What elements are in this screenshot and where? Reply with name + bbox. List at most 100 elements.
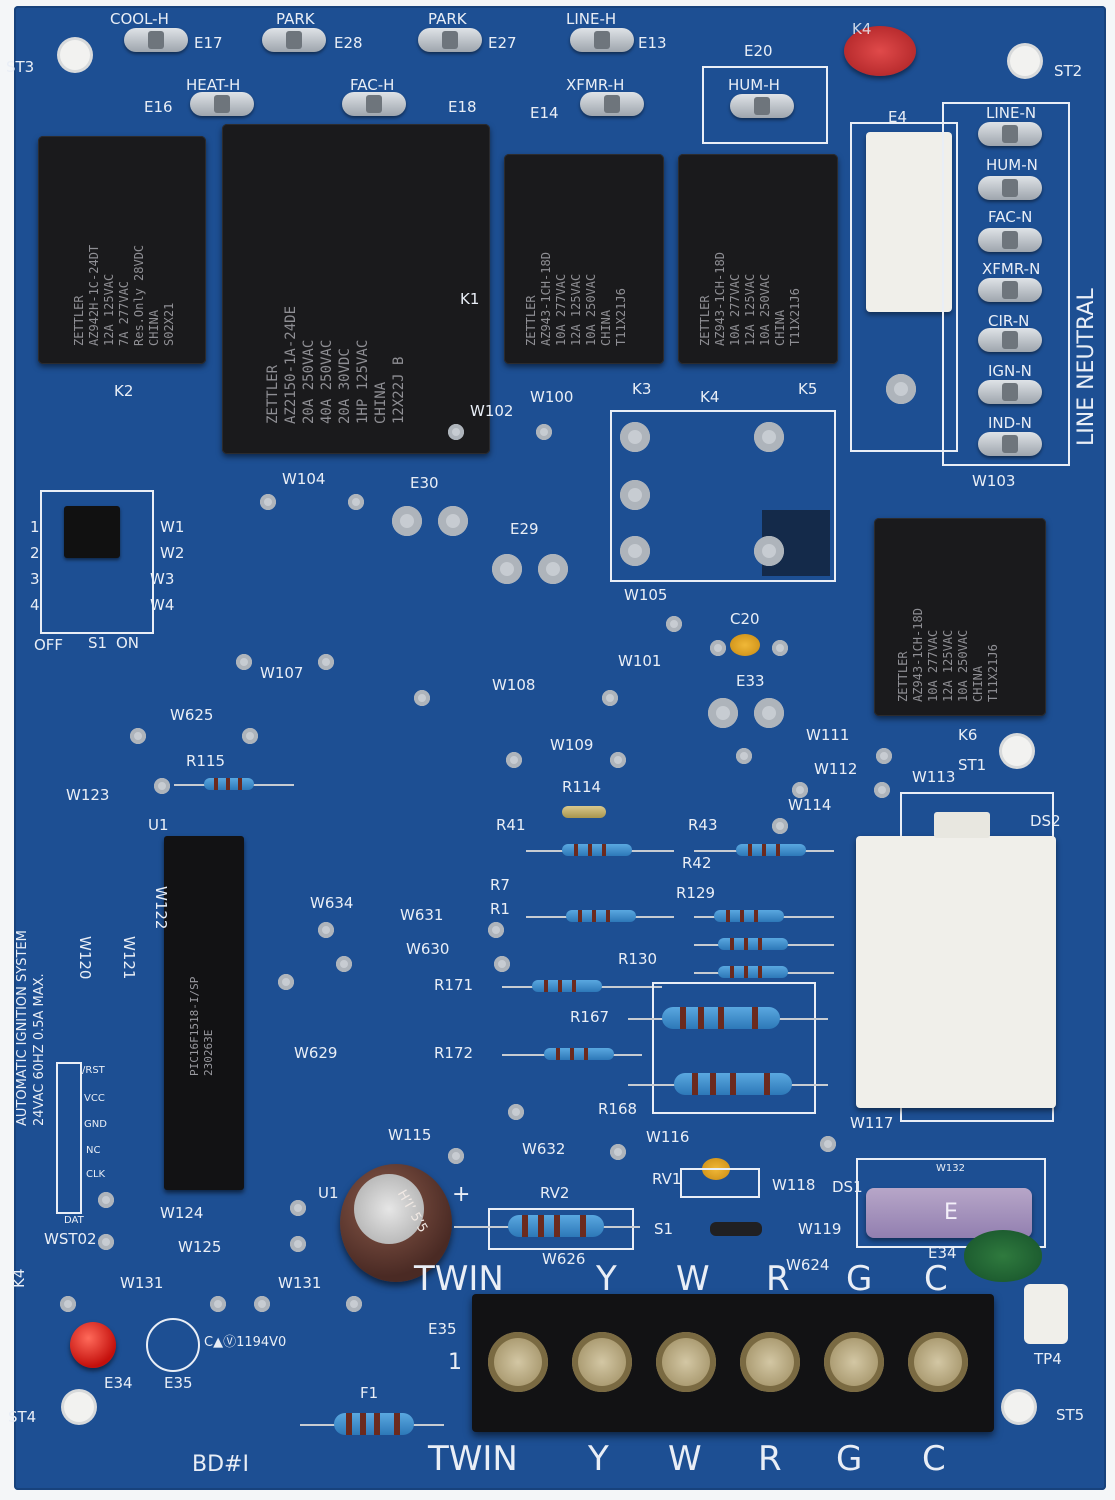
relay-k3: ZETTLER AZ943-1CH-18D 10A 277VAC 12A 125… <box>504 154 664 364</box>
capacitor-c20 <box>730 634 760 656</box>
standoff-st1 <box>1002 736 1032 766</box>
pad-w625-a <box>130 728 146 744</box>
label-bottom-r: R <box>758 1439 782 1479</box>
pad-w112-b <box>874 782 890 798</box>
label-r72: F1 <box>360 1384 379 1402</box>
r178-outline <box>488 1208 634 1250</box>
label-line-n: LINE-N <box>986 104 1037 122</box>
label-s1-pos1: 1 <box>30 518 40 536</box>
label-w118: W118 <box>772 1176 816 1194</box>
label-r114: R114 <box>562 778 602 796</box>
connector-12pin-latch <box>934 812 990 838</box>
pad-w631-b <box>488 922 504 938</box>
pad-w111-b <box>876 748 892 764</box>
resistor-r43 <box>736 844 806 856</box>
c3-outline <box>680 1168 760 1198</box>
microcontroller-u1: PIC16F1518-I/SP 230263E <box>164 836 244 1190</box>
label-e4: E4 <box>888 108 908 126</box>
terminal-hum-h <box>730 94 794 118</box>
terminal-block <box>472 1294 994 1432</box>
pad-w116-a <box>610 1144 626 1160</box>
label-e35: WST02 <box>44 1230 97 1248</box>
label-f1: DS1 <box>832 1178 863 1196</box>
pad-k4-d <box>620 536 650 566</box>
resistor-r72 <box>334 1413 414 1435</box>
terminal-cool-h <box>124 28 188 52</box>
label-k5: K5 <box>798 380 818 398</box>
pad-w123 <box>154 778 170 794</box>
label-w113: W113 <box>912 768 956 786</box>
resistor-r168 <box>674 1073 792 1095</box>
terminal-xfmr-h <box>580 92 644 116</box>
label-w632: W632 <box>522 1140 566 1158</box>
label-heat-h: HEAT-H <box>186 76 241 94</box>
chip-print: PIC16F1518-I/SP 230263E <box>188 976 215 1076</box>
screw-c[interactable] <box>908 1332 968 1392</box>
resistor-r41 <box>562 844 632 856</box>
label-top-twin: TWIN <box>414 1259 504 1299</box>
label-w625: W625 <box>170 706 214 724</box>
label-side-text: AUTOMATIC IGNITION SYSTEM 24VAC 60HZ 0.5… <box>15 930 47 1126</box>
label-k6: K6 <box>958 726 978 744</box>
label-e14: E14 <box>530 104 559 122</box>
label-st5: ST5 <box>1056 1406 1085 1424</box>
standoff-st4 <box>64 1392 94 1422</box>
label-cool-h: COOL-H <box>110 10 169 28</box>
relay-k1: ZETTLER AZ2150-1A-24DE 20A 250VAC 40A 25… <box>222 124 490 454</box>
label-ign-n: IGN-N <box>988 362 1032 380</box>
label-ds1: E34 <box>104 1374 133 1392</box>
label-w132: W124 <box>160 1204 204 1222</box>
pad-w132-b <box>290 1200 306 1216</box>
label-e28: E28 <box>334 34 363 52</box>
pad-w121-a <box>60 1296 76 1312</box>
varistor-rv2 <box>964 1230 1042 1282</box>
pad-w632 <box>508 1104 524 1120</box>
resistor-r114 <box>562 806 606 818</box>
label-park-1: PARK <box>276 10 315 28</box>
label-w630: W630 <box>406 940 450 958</box>
pad-e30-a <box>392 506 422 536</box>
led-ds1 <box>70 1322 116 1368</box>
pad-w130-b <box>290 1236 306 1252</box>
label-r130: R130 <box>618 950 658 968</box>
label-st4: ST4 <box>8 1408 37 1426</box>
resistor-mid1 <box>718 938 788 950</box>
label-w121: W131 <box>120 1274 164 1292</box>
screw-r[interactable] <box>740 1332 800 1392</box>
label-pin-gnd: GND <box>84 1119 107 1130</box>
label-w107: W107 <box>260 664 304 682</box>
label-w130: W125 <box>178 1238 222 1256</box>
label-w100: W100 <box>530 388 574 406</box>
label-e17: E17 <box>194 34 223 52</box>
label-led-mark: C▲Ⓥ1194V0 <box>204 1335 287 1350</box>
screw-g[interactable] <box>824 1332 884 1392</box>
pad-w112-a <box>792 782 808 798</box>
screw-w[interactable] <box>656 1332 716 1392</box>
label-pin-vcc: VCC <box>84 1093 105 1104</box>
label-line-neutral: LINE NEUTRAL <box>1074 288 1099 446</box>
pad-w101-a <box>666 616 682 632</box>
standoff-st3 <box>60 40 90 70</box>
screw-y[interactable] <box>572 1332 632 1392</box>
pad-w625-b <box>242 728 258 744</box>
label-w631: W631 <box>400 906 444 924</box>
label-u1: U1 <box>148 816 169 834</box>
pad-w104-b <box>348 494 364 510</box>
terminal-cir-n <box>978 328 1042 352</box>
pad-w107-a <box>236 654 252 670</box>
dip-switch-s1[interactable] <box>64 506 120 558</box>
label-pin-clk: CLK <box>86 1169 106 1180</box>
label-s1-pos3: 3 <box>30 570 40 588</box>
label-park-2: PARK <box>428 10 467 28</box>
label-r171: R171 <box>434 976 474 994</box>
label-cr2: S1 <box>654 1220 674 1238</box>
label-pin-dat: DAT <box>64 1215 84 1226</box>
screw-twin[interactable] <box>488 1332 548 1392</box>
label-w120: W624 <box>786 1256 830 1274</box>
relay-k5-print: ZETTLER AZ943-1CH-18D 10A 277VAC 12A 125… <box>698 252 802 346</box>
pad-c20-b <box>772 640 788 656</box>
label-top-y: Y <box>596 1259 617 1299</box>
label-k1: K1 <box>460 290 480 308</box>
pad-k4-b <box>754 422 784 452</box>
label-tp4: TP4 <box>1034 1350 1062 1368</box>
